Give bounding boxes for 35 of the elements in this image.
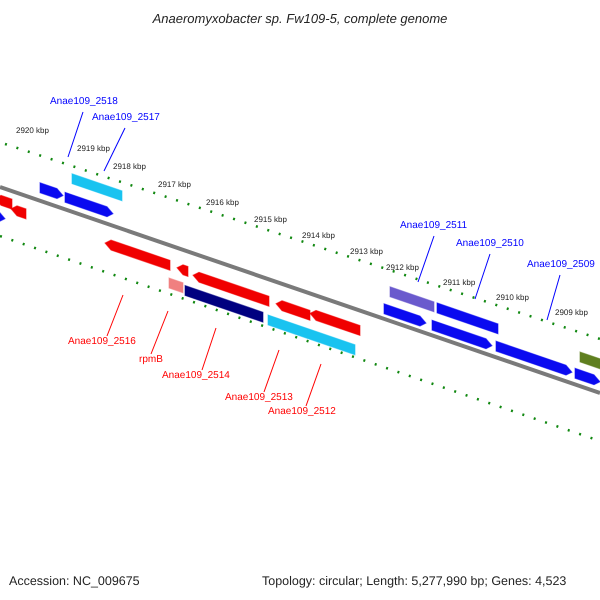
leader-line	[546, 274, 560, 320]
position-label: 2909 kbp	[555, 309, 588, 317]
gene-label: Anae109_2512	[268, 407, 336, 417]
position-label: 2920 kbp	[16, 127, 49, 135]
footer-text: Topology: circular; Length: 5,277,990 bp; Genes: 4,523	[262, 575, 566, 588]
gene-label: Anae109_2516	[68, 337, 136, 347]
leader-line	[264, 350, 280, 392]
position-label: 2915 kbp	[254, 216, 287, 224]
position-label: 2912 kbp	[386, 264, 419, 272]
leader-line	[202, 328, 216, 370]
position-label: 2910 kbp	[496, 294, 529, 302]
position-label: 2911 kbp	[443, 279, 476, 287]
position-label: 2913 kbp	[350, 248, 383, 256]
leader-line	[306, 364, 322, 406]
gene-label: rpmB	[139, 355, 163, 365]
gene-label: Anae109_2511	[400, 221, 468, 231]
diagram-title: Anaeromyxobacter sp. Fw109-5, complete genome	[151, 10, 448, 28]
footer-text: Accession: NC_009675	[9, 575, 140, 588]
leader-line	[150, 310, 168, 354]
leader-line	[104, 128, 126, 172]
position-label: 2914 kbp	[302, 232, 335, 240]
leader-line	[474, 254, 490, 300]
leader-line	[68, 112, 84, 158]
position-label: 2918 kbp	[113, 163, 146, 171]
position-label: 2919 kbp	[77, 145, 110, 153]
leader-line	[106, 294, 124, 336]
gene-label: Anae109_2510	[456, 239, 524, 249]
gene-label: Anae109_2514	[162, 371, 230, 381]
gene-label: Anae109_2509	[527, 260, 595, 270]
position-label: 2917 kbp	[158, 181, 191, 189]
gene-label: Anae109_2513	[225, 393, 293, 403]
leader-line	[418, 236, 434, 282]
position-label: 2916 kbp	[206, 199, 239, 207]
gene-label: Anae109_2518	[50, 97, 118, 107]
gene-label: Anae109_2517	[92, 113, 160, 123]
